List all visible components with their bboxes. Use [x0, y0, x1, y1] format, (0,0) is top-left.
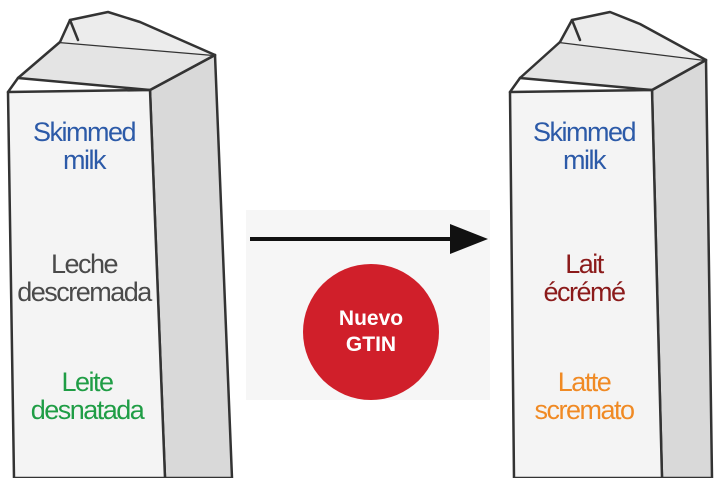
badge-line1: Nuevo [338, 306, 404, 330]
right-french-label: Lait écrémé [543, 249, 626, 308]
right-english-label: Skimmed milk [532, 117, 637, 176]
right-carton-fin [558, 10, 708, 62]
new-gtin-badge: Nuevo GTIN [303, 264, 439, 400]
right-italian-label: Latte scremato [534, 367, 635, 426]
left-spanish-label: Leche descremada [17, 249, 152, 308]
right-carton-front [508, 88, 664, 478]
arrow [250, 224, 488, 254]
left-carton-front [6, 88, 167, 478]
badge-line2: GTIN [345, 333, 397, 356]
left-carton-fin [58, 10, 217, 57]
left-english-label: Skimmed milk [32, 117, 137, 176]
left-carton [6, 10, 234, 478]
left-portuguese-label: Leite desnatada [30, 367, 145, 426]
right-carton [508, 10, 714, 478]
